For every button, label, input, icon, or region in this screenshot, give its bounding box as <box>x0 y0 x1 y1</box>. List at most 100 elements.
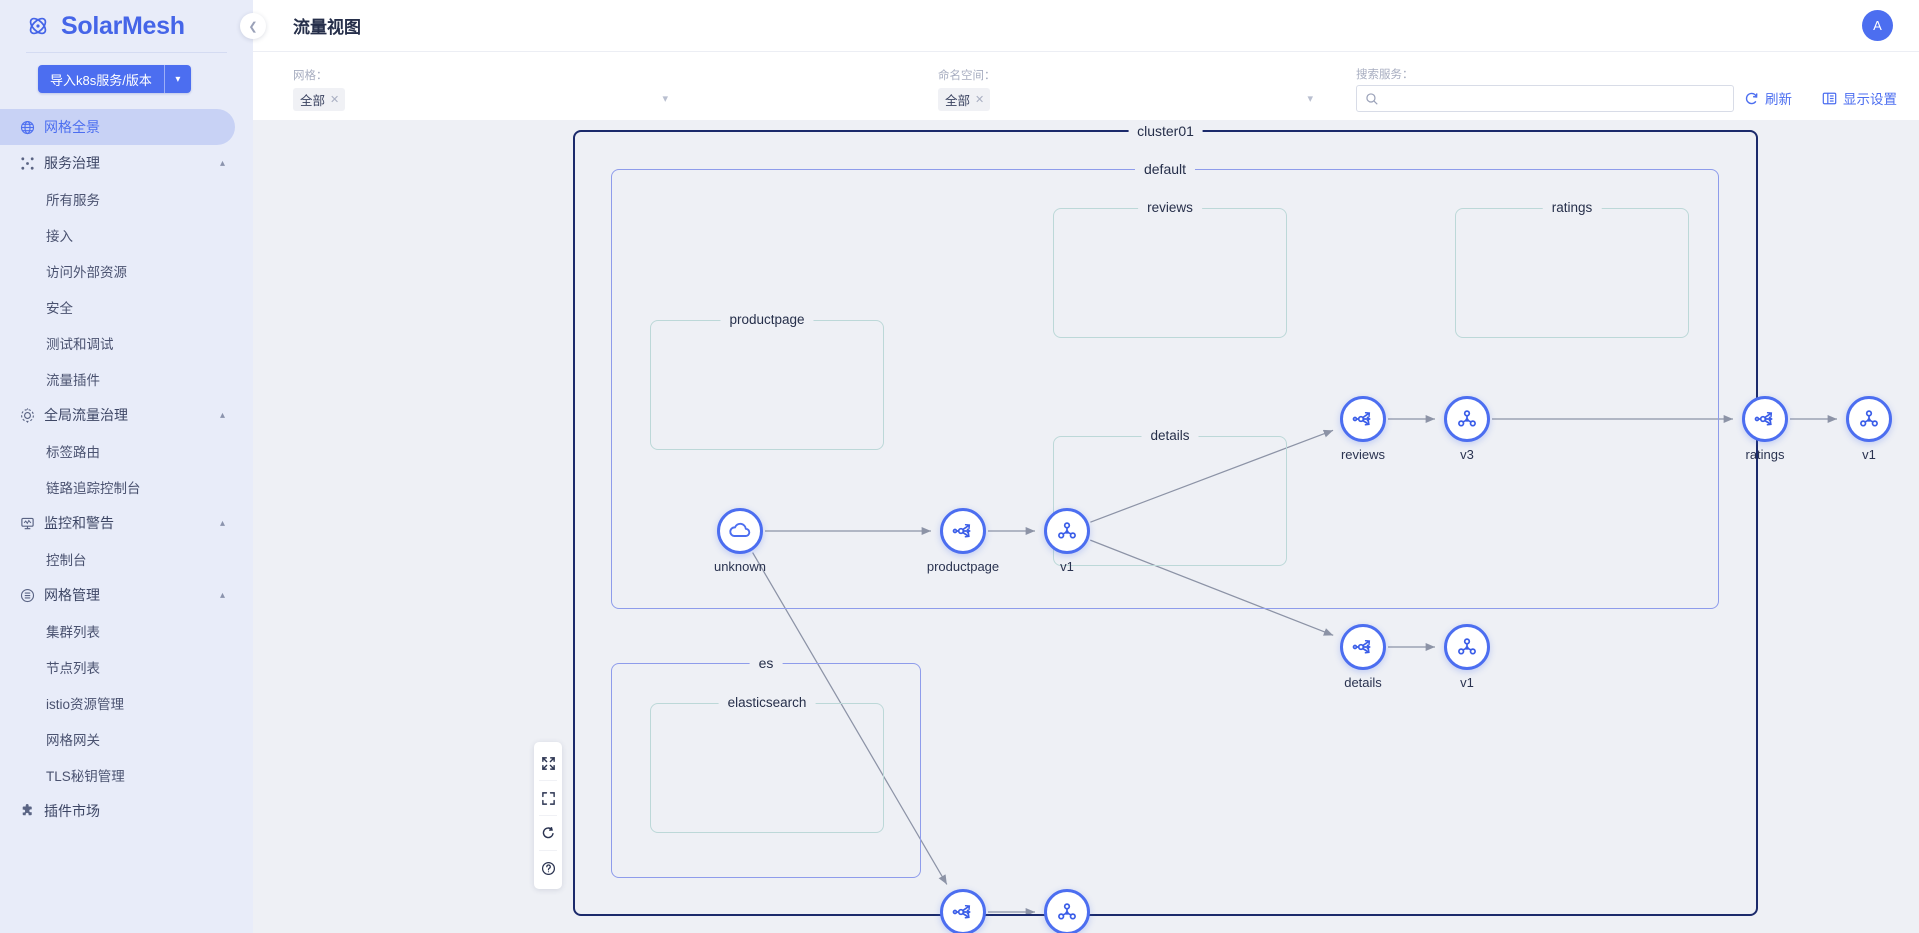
graph-group-label: cluster01 <box>1128 123 1203 139</box>
help-circle-icon <box>541 861 556 876</box>
sidebar-item-11[interactable]: 监控和警告▴ <box>0 505 253 541</box>
controls-divider <box>539 850 557 851</box>
sidebar-item-0[interactable]: 网格全景 <box>0 109 235 145</box>
chevron-up-icon[interactable]: ▴ <box>219 157 225 169</box>
service-icon[interactable] <box>1742 396 1788 442</box>
graph-group-cluster01[interactable]: cluster01 <box>573 123 1758 916</box>
sidebar-item-4[interactable]: 访问外部资源 <box>0 253 253 289</box>
graph-group-reviews[interactable]: reviews <box>1053 200 1287 338</box>
chevron-up-icon[interactable]: ▴ <box>219 409 225 421</box>
cloud-icon[interactable] <box>717 508 763 554</box>
sidebar-item-19[interactable]: 插件市场 <box>0 793 253 829</box>
graph-node-label: details <box>1344 675 1382 690</box>
traffic-graph[interactable]: cluster01 default es productpage reviews rati… <box>253 120 1919 933</box>
graph-canvas[interactable]: cluster01 default es productpage reviews rati… <box>253 120 1919 933</box>
sidebar-item-2[interactable]: 所有服务 <box>0 181 253 217</box>
display-settings-button[interactable]: 显示设置 <box>1822 88 1897 108</box>
help-button[interactable] <box>534 851 562 885</box>
graph-node-ratings-v1[interactable]: v1 <box>1846 396 1892 462</box>
sidebar-item-6[interactable]: 测试和调试 <box>0 325 253 361</box>
sidebar-item-label: 流量插件 <box>46 373 100 388</box>
graph-node-elasticsearch-v1[interactable]: v1 <box>1044 889 1090 933</box>
graph-group-label: elasticsearch <box>718 695 816 710</box>
fit-content-button[interactable] <box>534 746 562 780</box>
search-box[interactable] <box>1356 85 1734 112</box>
close-icon[interactable]: ✕ <box>975 93 985 106</box>
graph-group-es[interactable]: es <box>611 655 921 878</box>
sidebar-item-3[interactable]: 接入 <box>0 217 253 253</box>
workload-icon[interactable] <box>1044 508 1090 554</box>
namespace-chip[interactable]: 全部 ✕ <box>938 87 991 111</box>
controls-divider <box>539 815 557 816</box>
globe-icon <box>20 120 42 135</box>
graph-node-details-v1[interactable]: v1 <box>1444 624 1490 690</box>
sidebar-item-10[interactable]: 链路追踪控制台 <box>0 469 253 505</box>
sidebar-collapse-button[interactable]: ❮ <box>240 13 266 39</box>
plugin-icon <box>20 803 42 819</box>
sidebar-item-12[interactable]: 控制台 <box>0 541 253 577</box>
graph-node-elasticsearch-svc[interactable]: elasticsearch <box>940 889 986 933</box>
sidebar-item-1[interactable]: 服务治理 ▴ <box>0 145 253 181</box>
reload-icon <box>541 826 556 841</box>
sidebar-item-5[interactable]: 安全 <box>0 289 253 325</box>
mesh-select[interactable]: 全部 ✕ ▾ <box>293 86 668 112</box>
graph-group-details[interactable]: details <box>1053 428 1287 566</box>
graph-node-productpage-v1[interactable]: v1 <box>1044 508 1090 574</box>
sidebar-item-8[interactable]: 全局流量治理▴ <box>0 397 253 433</box>
namespace-select[interactable]: 全部 ✕ ▾ <box>938 86 1313 112</box>
sidebar-item-14[interactable]: 集群列表 <box>0 613 253 649</box>
import-k8s-service-button[interactable]: 导入k8s服务/版本 ▾ <box>38 65 191 93</box>
sidebar-item-13[interactable]: 网格管理▴ <box>0 577 253 613</box>
graph-node-reviews-svc[interactable]: reviews <box>1340 396 1386 462</box>
graph-node-label: ratings <box>1745 447 1785 462</box>
fullscreen-icon <box>541 791 556 806</box>
brand[interactable]: SolarMesh <box>0 0 253 52</box>
mesh-filter: 网格： 全部 ✕ ▾ <box>293 67 668 112</box>
mesh-chip[interactable]: 全部 ✕ <box>293 87 346 111</box>
graph-group-elasticsearch[interactable]: elasticsearch <box>650 695 884 833</box>
graph-node-unknown[interactable]: unknown <box>714 508 766 574</box>
refresh-button[interactable]: 刷新 <box>1744 88 1792 108</box>
sidebar-item-18[interactable]: TLS秘钥管理 <box>0 757 253 793</box>
chevron-down-icon[interactable]: ▾ <box>175 73 181 85</box>
graph-group-ratings[interactable]: ratings <box>1455 200 1689 338</box>
sidebar-item-15[interactable]: 节点列表 <box>0 649 253 685</box>
sidebar-nav: 网格全景服务治理 ▴ 所有服务接入访问外部资源安全测试和调试流量插件全局流量治理▴标… <box>0 107 253 829</box>
page-title: 流量视图 <box>293 18 361 37</box>
fullscreen-button[interactable] <box>534 781 562 815</box>
workload-icon[interactable] <box>1044 889 1090 933</box>
search-input[interactable] <box>1385 90 1725 107</box>
service-icon[interactable] <box>1340 396 1386 442</box>
graph-group-productpage[interactable]: productpage <box>650 312 884 450</box>
sidebar-item-16[interactable]: istio资源管理 <box>0 685 253 721</box>
close-icon[interactable]: ✕ <box>330 93 340 106</box>
workload-icon[interactable] <box>1444 624 1490 670</box>
chevron-down-icon[interactable]: ▾ <box>662 93 668 105</box>
chevron-up-icon[interactable]: ▴ <box>219 589 225 601</box>
workload-icon[interactable] <box>1846 396 1892 442</box>
sidebar-item-7[interactable]: 流量插件 <box>0 361 253 397</box>
reset-layout-button[interactable] <box>534 816 562 850</box>
graph-group-label: ratings <box>1542 200 1602 215</box>
search-filter-label: 搜索服务： <box>1356 69 1414 81</box>
sidebar-item-label: TLS秘钥管理 <box>46 769 125 784</box>
service-icon[interactable] <box>940 889 986 933</box>
graph-group-default[interactable]: default <box>611 161 1719 609</box>
graph-node-label: v1 <box>1862 447 1876 462</box>
avatar[interactable]: A <box>1862 10 1893 41</box>
graph-node-reviews-v3[interactable]: v3 <box>1444 396 1490 462</box>
graph-node-productpage-svc[interactable]: productpage <box>927 508 999 574</box>
sidebar-item-label: 服务治理 <box>44 155 100 171</box>
chevron-up-icon[interactable]: ▴ <box>219 517 225 529</box>
graph-group-label: default <box>1134 161 1196 177</box>
sidebar-item-17[interactable]: 网格网关 <box>0 721 253 757</box>
sidebar-item-label: 测试和调试 <box>46 337 114 352</box>
graph-node-ratings-svc[interactable]: ratings <box>1742 396 1788 462</box>
service-icon[interactable] <box>940 508 986 554</box>
namespace-chip-label: 全部 <box>945 93 971 108</box>
service-icon[interactable] <box>1340 624 1386 670</box>
workload-icon[interactable] <box>1444 396 1490 442</box>
chevron-down-icon[interactable]: ▾ <box>1307 93 1313 105</box>
graph-node-details-svc[interactable]: details <box>1340 624 1386 690</box>
sidebar-item-9[interactable]: 标签路由 <box>0 433 253 469</box>
